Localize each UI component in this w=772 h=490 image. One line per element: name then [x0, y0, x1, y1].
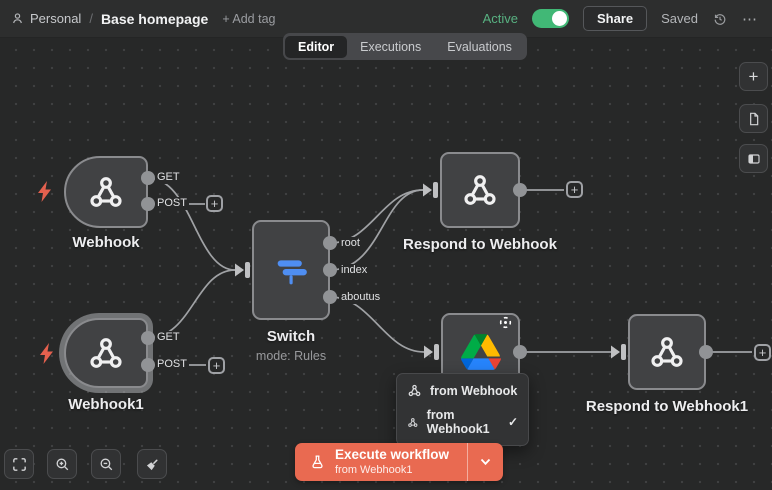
project-breadcrumb[interactable]: Personal: [11, 11, 81, 26]
view-tabs: Editor Executions Evaluations: [283, 33, 527, 60]
check-icon: ✓: [507, 415, 518, 429]
node-respond-to-webhook1[interactable]: [628, 314, 706, 390]
sticky-note-icon: [749, 112, 758, 125]
respond1-node-label: Respond to Webhook1: [585, 398, 749, 415]
history-icon: [714, 13, 726, 25]
person-icon: [13, 13, 22, 24]
workflow-canvas[interactable]: [0, 38, 772, 490]
webhook-icon: [408, 384, 421, 397]
respond-node-label: Respond to Webhook: [403, 236, 557, 253]
topbar-actions: Active Share Saved ⋯: [483, 6, 772, 31]
toggle-knob: [551, 11, 567, 26]
dropdown-item-from-webhook[interactable]: from Webhook: [397, 378, 528, 403]
webhook-icon: [464, 175, 496, 205]
switch-node-label: Switch: [266, 328, 316, 345]
plus-icon: +: [748, 67, 759, 86]
dropdown-item-label: from Webhook1: [426, 408, 490, 436]
execute-workflow-text: Execute workflow from Webhook1: [335, 447, 449, 478]
webhook-post-label: POST: [155, 197, 189, 210]
execute-workflow-label: Execute workflow: [335, 446, 450, 462]
active-label: Active: [482, 11, 518, 26]
broom-icon: [146, 459, 158, 470]
webhook-icon: [651, 337, 683, 367]
webhook1-node-label: Webhook1: [68, 396, 144, 413]
tab-evaluations[interactable]: Evaluations: [434, 36, 525, 58]
zoom-in-button[interactable]: [47, 449, 77, 479]
dropdown-item-label: from Webhook: [430, 383, 518, 398]
trigger-select-dropdown: from Webhook from Webhook1 ✓: [396, 373, 529, 446]
breadcrumb-separator: /: [89, 11, 93, 26]
google-drive-icon: [460, 334, 501, 370]
sync-status-icon: [499, 316, 512, 329]
tab-executions[interactable]: Executions: [347, 36, 434, 58]
webhook-icon: [90, 338, 122, 368]
switch-index-label: index: [339, 264, 370, 277]
node-webhook[interactable]: [64, 156, 148, 228]
node-webhook1[interactable]: [64, 318, 148, 388]
top-bar: Personal / Base homepage + Add tag Activ…: [0, 0, 772, 38]
zoom-to-fit-button[interactable]: [4, 449, 34, 479]
switch-root-label: root: [339, 237, 362, 250]
active-toggle[interactable]: [531, 9, 569, 28]
more-menu-button[interactable]: ⋯: [742, 10, 758, 28]
webhook1-get-label: GET: [155, 331, 182, 344]
breadcrumb: Personal / Base homepage + Add tag: [0, 11, 276, 27]
share-button[interactable]: Share: [582, 6, 648, 31]
zoom-out-icon: [100, 458, 112, 470]
flask-icon: [312, 454, 323, 468]
saved-status: Saved: [661, 11, 698, 26]
execute-workflow-split-button: Execute workflow from Webhook1: [295, 443, 504, 481]
node-switch[interactable]: [252, 220, 330, 320]
project-name: Personal: [30, 11, 82, 26]
webhook-icon: [90, 177, 122, 207]
webhook-node-label: Webhook: [72, 234, 140, 251]
add-node-after-respond[interactable]: +: [566, 181, 583, 198]
execute-options-button[interactable]: [467, 443, 504, 481]
zoom-in-icon: [56, 458, 68, 470]
switch-icon: [277, 260, 307, 285]
history-button[interactable]: [712, 11, 728, 27]
chevron-down-icon: [480, 458, 491, 466]
zoom-out-button[interactable]: [91, 449, 121, 479]
dropdown-item-from-webhook1[interactable]: from Webhook1 ✓: [397, 403, 528, 441]
switch-node-subtitle: mode: Rules: [255, 349, 327, 363]
tab-editor[interactable]: Editor: [285, 35, 348, 58]
execute-workflow-sublabel: from Webhook1: [335, 463, 413, 476]
split-panel-icon: [747, 153, 760, 164]
add-sticky-note-button[interactable]: [739, 104, 768, 133]
trigger-bolt-icon: [40, 343, 53, 364]
add-node-after-respond1[interactable]: +: [754, 344, 771, 361]
add-tag-button[interactable]: + Add tag: [222, 11, 276, 26]
webhook-get-label: GET: [155, 171, 182, 184]
add-node-after-webhook-post[interactable]: +: [206, 195, 223, 212]
add-node-after-webhook1-post[interactable]: +: [208, 357, 225, 374]
fit-view-icon: [12, 457, 26, 471]
webhook1-post-label: POST: [155, 358, 189, 371]
switch-aboutus-label: aboutus: [339, 291, 383, 304]
node-respond-to-webhook[interactable]: [440, 152, 520, 228]
add-node-button[interactable]: +: [739, 62, 768, 91]
tidy-up-button[interactable]: [137, 449, 167, 479]
execute-workflow-button[interactable]: Execute workflow from Webhook1: [295, 443, 468, 481]
trigger-bolt-icon: [38, 181, 51, 202]
ellipsis-icon: ⋯: [742, 10, 758, 28]
workflow-title[interactable]: Base homepage: [100, 10, 209, 27]
webhook-icon: [408, 417, 418, 427]
toggle-panel-button[interactable]: [739, 144, 768, 173]
